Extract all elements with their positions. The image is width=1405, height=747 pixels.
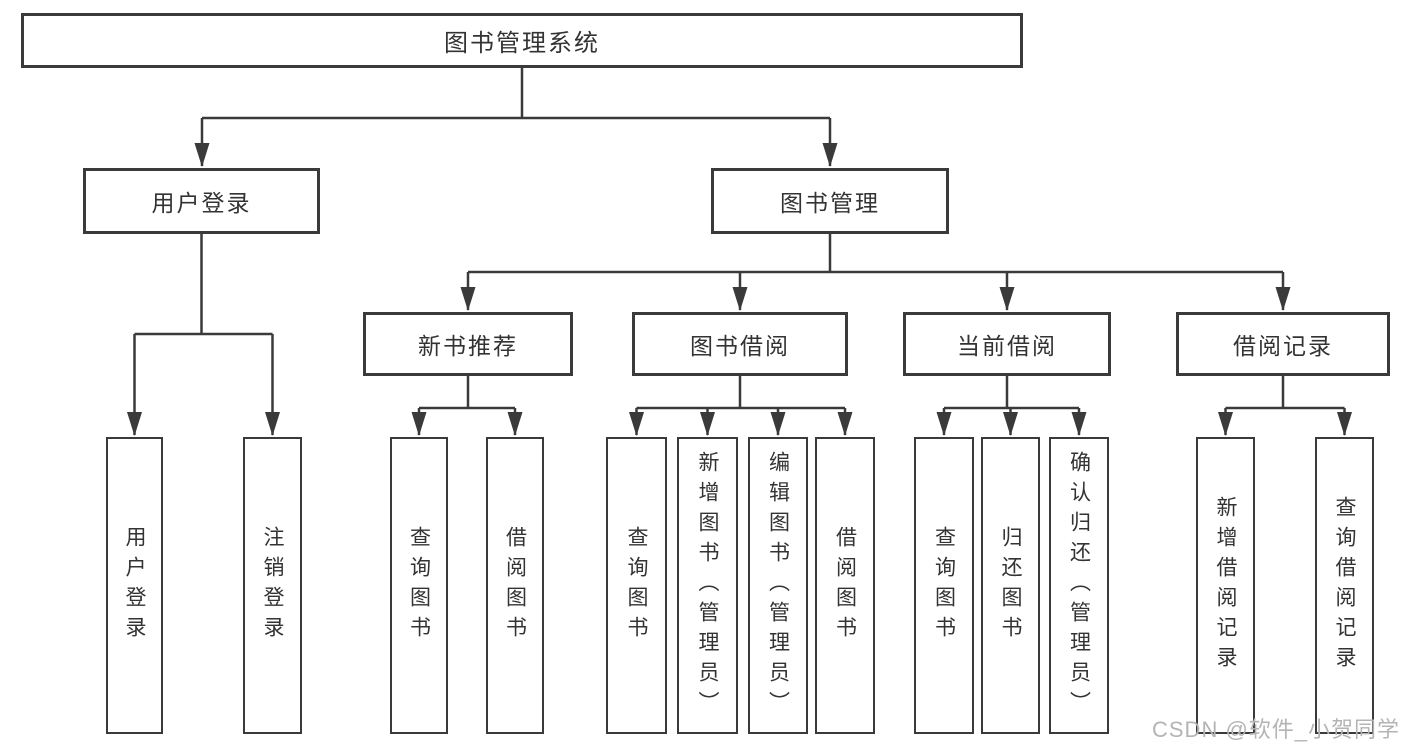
node-leaf-user-login-label: 用户登录 [123, 525, 146, 646]
node-leaf-query-book-borrow-label: 查询图书 [625, 525, 648, 646]
node-leaf-logout: 注销登录 [243, 437, 302, 734]
node-leaf-borrow-book-rec-label: 借阅图书 [503, 525, 527, 646]
node-leaf-query-book-borrow: 查询图书 [606, 437, 667, 734]
node-leaf-query-book-rec-label: 查询图书 [407, 525, 431, 646]
node-book-mgmt-label: 图书管理 [780, 190, 880, 216]
node-leaf-return-book: 归还图书 [981, 437, 1040, 734]
csdn-watermark: CSDN @软件_小贺同学 [1152, 717, 1401, 742]
node-book-borrow-label: 图书借阅 [690, 333, 790, 359]
node-leaf-return-book-label: 归还图书 [999, 525, 1022, 646]
connector-user-login-trunk [134, 234, 273, 336]
node-leaf-logout-label: 注销登录 [261, 525, 284, 646]
node-user-login-label: 用户登录 [151, 190, 252, 216]
node-new-book-rec-label: 新书推荐 [418, 333, 518, 359]
connector-root-trunk [202, 67, 830, 120]
node-leaf-borrow-book-rec: 借阅图书 [486, 437, 544, 734]
node-leaf-query-borrow-record-label: 查询借阅记录 [1333, 495, 1356, 676]
node-leaf-confirm-return: 确认归还（管理员） [1049, 437, 1109, 734]
node-borrow-records: 借阅记录 [1176, 312, 1390, 376]
node-new-book-rec: 新书推荐 [363, 312, 573, 376]
node-leaf-add-book: 新增图书（管理员） [677, 437, 738, 734]
node-borrow-records-label: 借阅记录 [1233, 333, 1333, 359]
connector-borrow-records-trunk [1225, 376, 1345, 410]
node-leaf-edit-book: 编辑图书（管理员） [748, 437, 808, 734]
node-leaf-query-book-rec: 查询图书 [390, 437, 448, 734]
node-book-mgmt: 图书管理 [711, 168, 949, 234]
node-leaf-confirm-return-label: 确认归还（管理员） [1067, 450, 1091, 721]
node-leaf-add-borrow-record: 新增借阅记录 [1196, 437, 1255, 734]
node-leaf-add-borrow-record-label: 新增借阅记录 [1214, 495, 1237, 676]
node-current-borrow-label: 当前借阅 [957, 333, 1057, 359]
node-leaf-query-book-current: 查询图书 [914, 437, 974, 734]
connector-book-borrow-trunk [636, 376, 845, 410]
node-leaf-user-login: 用户登录 [106, 437, 163, 734]
connector-new-book-rec-trunk [419, 376, 515, 410]
node-leaf-add-book-label: 新增图书（管理员） [696, 450, 719, 721]
connector-current-borrow-trunk [944, 376, 1079, 410]
node-book-borrow: 图书借阅 [632, 312, 848, 376]
node-leaf-borrow-book-borrow: 借阅图书 [815, 437, 875, 734]
node-leaf-borrow-book-borrow-label: 借阅图书 [833, 525, 857, 646]
node-current-borrow: 当前借阅 [903, 312, 1111, 376]
node-root-system-label: 图书管理系统 [444, 30, 600, 57]
node-leaf-edit-book-label: 编辑图书（管理员） [766, 450, 790, 721]
node-user-login: 用户登录 [83, 168, 320, 234]
node-leaf-query-book-current-label: 查询图书 [932, 525, 956, 646]
node-root-system: 图书管理系统 [21, 13, 1023, 68]
connector-book-mgmt-trunk [468, 234, 1283, 274]
node-leaf-query-borrow-record: 查询借阅记录 [1315, 437, 1374, 734]
